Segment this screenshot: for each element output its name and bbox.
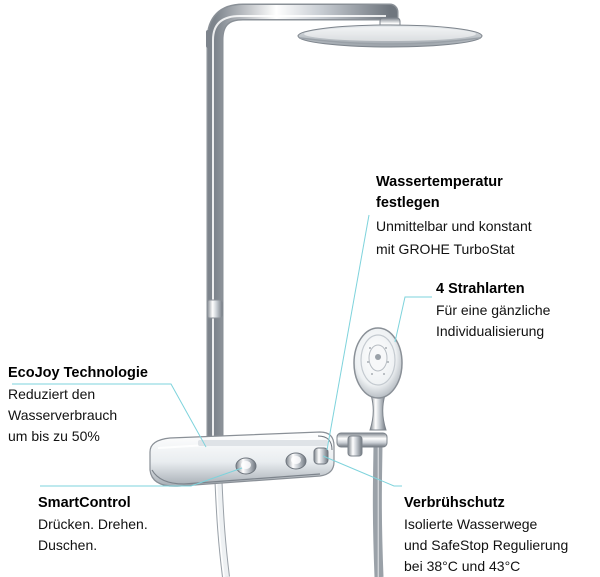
riser-pipe (206, 3, 399, 479)
callout-verbruehschutz-desc-2: und SafeStop Regulierung (404, 537, 569, 553)
callout-smartcontrol-desc-2: Duschen. (38, 537, 98, 553)
leader-line-wassertemperatur (326, 214, 370, 451)
callout-ecojoy-desc-1: Reduziert den (8, 386, 96, 402)
callout-wassertemperatur-title-1: Wassertemperatur (376, 174, 503, 190)
callout-smartcontrol: SmartControl Drücken. Drehen. Duschen. (38, 493, 208, 556)
temperature-knob-right (285, 452, 307, 470)
leader-line-verbruehschutz (322, 455, 402, 487)
callout-verbruehschutz-desc-1: Isolierte Wasserwege (404, 516, 538, 532)
smartcontrol-knob-left (235, 457, 257, 475)
leader-line-ecojoy (12, 383, 207, 448)
callout-ecojoy: EcoJoy Technologie Reduziert den Wasserv… (8, 363, 198, 447)
callout-strahlarten: 4 Strahlarten Für eine gänzliche Individ… (436, 279, 598, 342)
hand-shower (353, 327, 403, 431)
callout-smartcontrol-desc-1: Drücken. Drehen. (38, 516, 148, 532)
leader-line-smartcontrol (40, 467, 243, 487)
callout-wassertemperatur: Wassertemperatur festlegen Unmittelbar u… (376, 172, 598, 260)
callout-strahlarten-title: 4 Strahlarten (436, 281, 525, 297)
hand-shower-holder (336, 432, 388, 457)
callout-smartcontrol-title: SmartControl (38, 495, 131, 511)
callout-verbruehschutz-title: Verbrühschutz (404, 495, 505, 511)
callout-wassertemperatur-desc-2: mit GROHE TurboStat (376, 241, 515, 257)
callout-wassertemperatur-desc-1: Unmittelbar und konstant (376, 218, 532, 234)
turbostat-knob (313, 447, 329, 465)
callout-verbruehschutz-desc-3: bei 38°C und 43°C (404, 558, 521, 574)
callout-strahlarten-desc-1: Für eine gänzliche (436, 302, 551, 318)
leader-line-strahlarten (394, 296, 432, 343)
shower-hose (214, 439, 384, 577)
overhead-shower-head (297, 17, 483, 48)
callout-strahlarten-desc-2: Individualisierung (436, 323, 545, 339)
leader-lines (12, 214, 432, 487)
callout-ecojoy-title: EcoJoy Technologie (8, 365, 148, 381)
callout-verbruehschutz: Verbrühschutz Isolierte Wasserwege und S… (404, 493, 598, 577)
callout-wassertemperatur-title-2: festlegen (376, 195, 440, 211)
callout-ecojoy-desc-2: Wasserverbrauch (8, 407, 118, 423)
callout-ecojoy-desc-3: um bis zu 50% (8, 428, 100, 444)
